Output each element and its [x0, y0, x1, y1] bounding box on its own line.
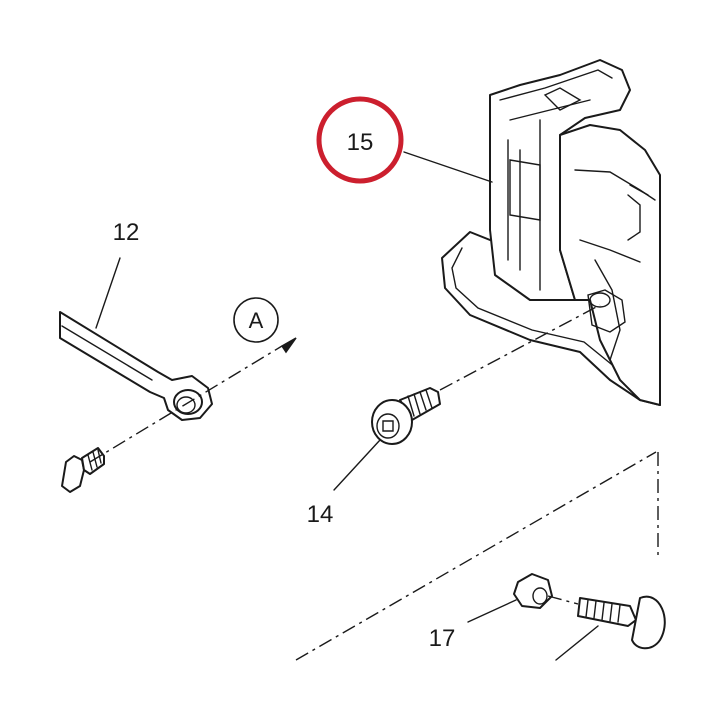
label-15: 15	[347, 129, 374, 156]
callout-a-label: A	[249, 308, 264, 333]
arm-part-12	[59, 311, 213, 421]
arrow-head-icon	[280, 337, 297, 354]
assembly-axes	[89, 304, 659, 661]
nut-part-17	[513, 573, 553, 609]
leader-lines	[95, 151, 599, 661]
screw-left	[61, 447, 105, 493]
label-17: 17	[429, 625, 456, 652]
label-14: 14	[307, 501, 334, 528]
bolt-lower-right	[577, 595, 666, 650]
bracket-part-15	[441, 59, 661, 406]
label-12: 12	[113, 219, 140, 246]
screw-part-14	[371, 387, 441, 445]
callout-a: A	[233, 297, 279, 343]
highlight-ring	[316, 96, 404, 184]
